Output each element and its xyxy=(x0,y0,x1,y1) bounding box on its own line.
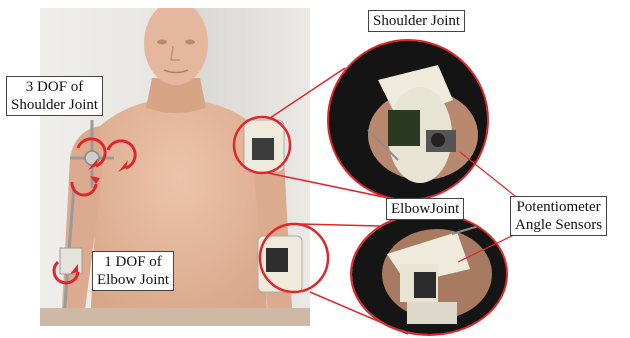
shoulder-dof-line-2: Shoulder Joint xyxy=(11,96,98,114)
mannequin-photo xyxy=(40,8,310,326)
elbow-joint-zoom-photo xyxy=(352,214,507,334)
shoulder-joint-text: Shoulder Joint xyxy=(373,12,460,30)
sensors-line-2: Angle Sensors xyxy=(515,216,602,234)
shoulder-dof-label: 3 DOF of Shoulder Joint xyxy=(6,76,103,116)
shoulder-joint-zoom-photo xyxy=(328,40,488,200)
elbow-connector-top xyxy=(300,224,380,226)
sensors-line-1: Potentiometer xyxy=(515,198,602,216)
elbow-joint-text: ElbowJoint xyxy=(391,200,459,218)
elbow-dof-line-2: Elbow Joint xyxy=(97,271,169,289)
shoulder-dof-line-1: 3 DOF of xyxy=(11,78,98,96)
shoulder-joint-label: Shoulder Joint xyxy=(368,10,465,32)
elbow-joint-label: ElbowJoint xyxy=(386,198,464,220)
sensors-label: Potentiometer Angle Sensors xyxy=(510,196,607,236)
elbow-dof-line-1: 1 DOF of xyxy=(97,253,169,271)
elbow-dof-label: 1 DOF of Elbow Joint xyxy=(92,251,174,291)
